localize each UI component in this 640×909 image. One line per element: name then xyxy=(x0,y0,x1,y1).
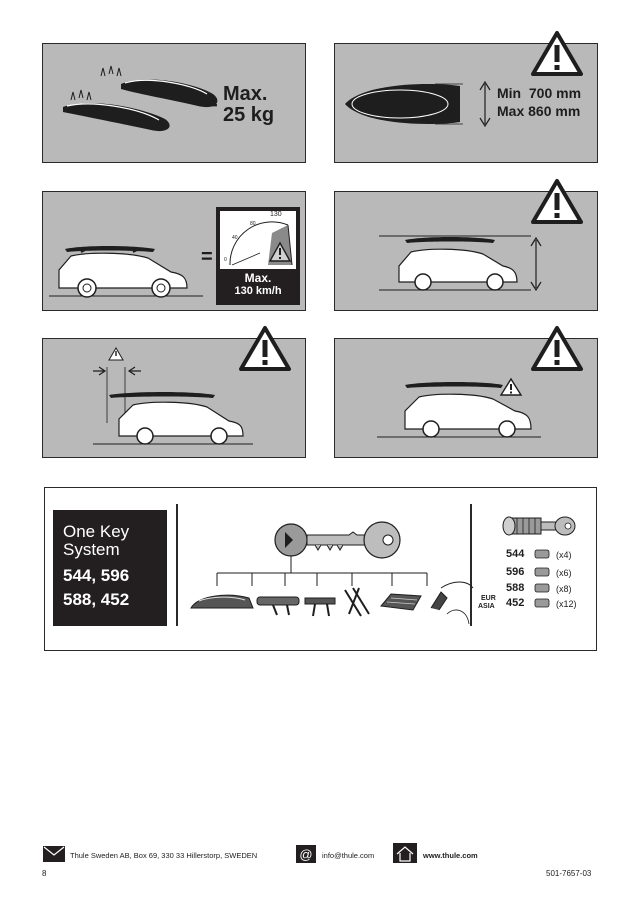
gauge-mark-80: 80 xyxy=(250,221,256,227)
panel-max-weight: = Max. 25 kg xyxy=(42,43,306,163)
key-code: 544 xyxy=(506,548,525,560)
car-rear-overhang-illustration xyxy=(377,377,541,438)
one-key-system-section: One Key System 544, 596 588, 452 xyxy=(44,487,597,651)
one-key-line-1: One Key xyxy=(63,522,130,541)
min-length-label: Min 700 mm xyxy=(497,85,582,101)
one-key-codes-2: 588, 452 xyxy=(63,590,130,609)
footer-email[interactable]: info@thule.com xyxy=(322,851,375,860)
key-row-544: 544 xyxy=(506,548,524,560)
document-number: 501-7657-03 xyxy=(546,869,592,878)
one-key-line-2: System xyxy=(63,540,120,559)
key-code: 588 xyxy=(506,582,525,594)
panel-rear-overhang xyxy=(334,326,598,458)
board-top-view xyxy=(345,80,491,128)
region-eur: EUR xyxy=(481,595,496,602)
divider-left xyxy=(176,504,178,626)
email-at-icon: @ xyxy=(296,845,316,863)
lock-cylinder-small-icons xyxy=(534,549,550,608)
key-qty: (x8) xyxy=(556,584,572,594)
page-number: 8 xyxy=(42,869,47,878)
key-qty: (x12) xyxy=(556,599,577,609)
region-asia: ASIA xyxy=(478,603,495,610)
car-with-board xyxy=(49,246,203,298)
panel-front-overhang xyxy=(42,326,306,458)
warning-triangle-icon xyxy=(531,326,583,371)
footer-website[interactable]: www.thule.com xyxy=(423,851,478,860)
key-code: 452 xyxy=(506,597,525,609)
key-row-452: 452 xyxy=(506,597,524,609)
one-key-codes-1: 544, 596 xyxy=(63,566,130,585)
key-code: 596 xyxy=(506,566,525,578)
car-front-overhang-illustration xyxy=(93,347,253,445)
max-weight-label: Max. xyxy=(223,83,268,105)
envelope-icon xyxy=(43,846,65,862)
house-icon xyxy=(393,843,417,863)
panel-board-size: Min 700 mm Max 860 mm xyxy=(334,31,598,163)
equals-sign: = xyxy=(201,246,213,268)
panel-max-speed: = 130 80 40 0 Max. 130 km/h xyxy=(42,191,306,311)
key-row-588: 588 xyxy=(506,582,524,594)
gauge-mark-0: 0 xyxy=(224,257,227,263)
lock-cylinder-icon xyxy=(502,516,576,536)
speed-max-label: Max. xyxy=(244,271,272,285)
max-length-label: Max 860 mm xyxy=(497,103,581,119)
warning-triangle-icon xyxy=(531,179,583,224)
gauge-value-130: 130 xyxy=(270,211,282,218)
key-row-596: 596 xyxy=(506,566,524,578)
one-key-title-box: One Key System 544, 596 588, 452 xyxy=(53,510,167,626)
key-icon xyxy=(274,521,401,559)
divider-right xyxy=(470,504,472,626)
panel-mounting-height xyxy=(334,179,598,311)
warning-triangle-icon xyxy=(239,326,291,371)
speed-gauge-box: 130 80 40 0 Max. 130 km/h xyxy=(216,207,300,305)
equals-sign: = xyxy=(205,90,218,115)
boards-illustration xyxy=(63,65,218,132)
key-products-illustration xyxy=(190,521,474,625)
car-height-illustration xyxy=(379,235,542,292)
warning-triangle-icon xyxy=(531,31,583,76)
speedometer-icon xyxy=(229,221,293,266)
key-qty: (x4) xyxy=(556,550,572,560)
svg-text:@: @ xyxy=(299,847,312,862)
max-weight-value: 25 kg xyxy=(223,104,275,126)
footer-address: Thule Sweden AB, Box 69, 330 33 Hillerst… xyxy=(70,851,258,860)
gauge-mark-40: 40 xyxy=(232,235,238,241)
key-qty: (x6) xyxy=(556,568,572,578)
speed-value: 130 km/h xyxy=(234,285,282,297)
